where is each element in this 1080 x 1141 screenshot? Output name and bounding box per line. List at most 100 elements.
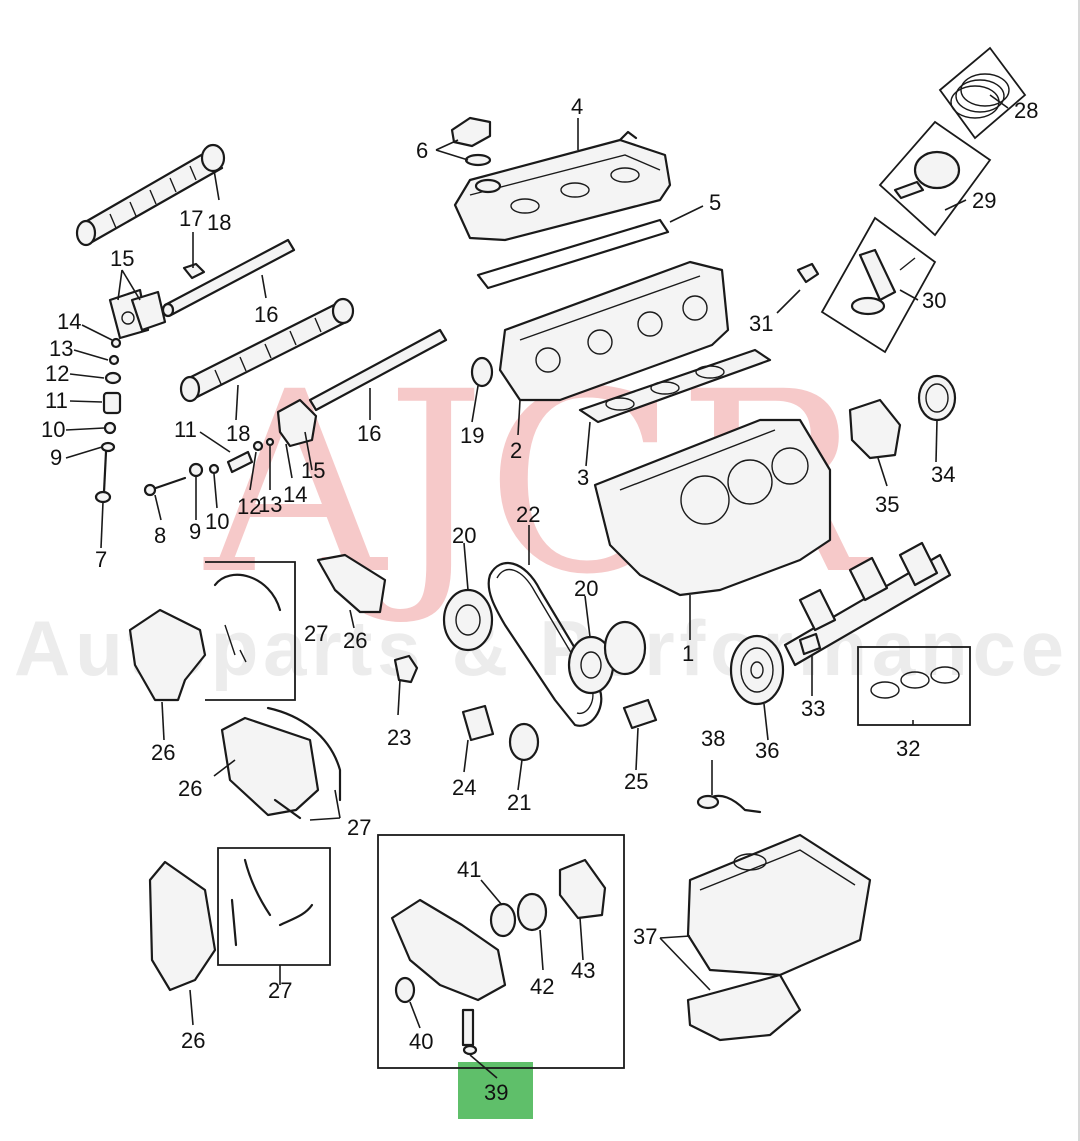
engine-block xyxy=(593,418,832,597)
callout-26-middle: 26 xyxy=(178,776,202,801)
tensioner-bracket xyxy=(316,553,387,614)
camshaft-upper xyxy=(75,143,226,247)
callout-12-left: 12 xyxy=(45,361,69,386)
rear-main-seal xyxy=(917,374,957,422)
callout-14-left: 14 xyxy=(57,309,81,334)
callout-11-lower: 11 xyxy=(174,417,197,442)
callout-30: 30 xyxy=(922,288,946,313)
callout-26-upper: 26 xyxy=(151,740,175,765)
timing-cover-gasket-lower xyxy=(217,847,331,966)
oil-pan-lower xyxy=(686,973,802,1042)
cam-sprocket-left xyxy=(442,588,494,652)
oil-pump-assembly-box xyxy=(377,834,625,1069)
callout-13-left: 13 xyxy=(49,336,73,361)
callout-1: 1 xyxy=(682,641,694,666)
callout-24: 24 xyxy=(452,775,476,800)
callout-29: 29 xyxy=(972,188,996,213)
callout-7: 7 xyxy=(95,547,107,572)
callout-15-upper: 15 xyxy=(110,246,134,271)
highlight-box-39 xyxy=(458,1062,533,1119)
camshaft-lower xyxy=(179,297,355,403)
main-bearings-kit xyxy=(857,646,971,726)
cam-sprocket-right xyxy=(567,635,615,695)
oil-pump-body xyxy=(390,858,607,1056)
callout-4: 4 xyxy=(571,94,583,119)
callout-3: 3 xyxy=(577,465,589,490)
callout-37: 37 xyxy=(633,924,657,949)
crank-key xyxy=(798,632,822,656)
callout-27-upper: 27 xyxy=(304,621,328,646)
callout-5: 5 xyxy=(709,190,721,215)
callout-32: 32 xyxy=(896,736,920,761)
callout-17: 17 xyxy=(179,206,203,231)
callout-15-lower: 15 xyxy=(301,458,325,483)
callout-27-middle: 27 xyxy=(347,815,371,840)
rocker-arms-upper xyxy=(108,288,167,340)
callout-35: 35 xyxy=(875,492,899,517)
callout-2: 2 xyxy=(510,438,522,463)
timing-cover-gasket-upper xyxy=(205,561,296,701)
piston-kit xyxy=(878,120,992,237)
crank-timing-gear xyxy=(508,722,540,762)
crank-position-sensor xyxy=(393,654,419,684)
valve-train-parts xyxy=(94,337,318,504)
callout-20-left: 20 xyxy=(452,523,476,548)
callout-41: 41 xyxy=(457,857,481,882)
rocker-shaft-lower xyxy=(308,328,448,412)
callout-25: 25 xyxy=(624,769,648,794)
camshaft-seal xyxy=(470,356,494,388)
valve-cover-gasket xyxy=(476,218,670,290)
cylinder-head xyxy=(498,260,730,402)
rod-bolt xyxy=(796,262,820,284)
callout-16-lower: 16 xyxy=(357,421,381,446)
head-gasket xyxy=(578,348,772,424)
callout-11-left: 11 xyxy=(45,388,68,413)
callout-39: 39 xyxy=(484,1080,508,1105)
callout-10-lower: 10 xyxy=(205,509,229,534)
belt-tensioner xyxy=(461,704,495,742)
callout-42: 42 xyxy=(530,974,554,999)
callout-27-lower: 27 xyxy=(268,978,292,1003)
timing-cover-gasket-middle xyxy=(266,706,342,820)
callout-13-lower: 13 xyxy=(258,492,282,517)
callout-22: 22 xyxy=(516,502,540,527)
part-17-drawing xyxy=(182,262,206,280)
callout-38: 38 xyxy=(701,726,725,751)
callout-33: 33 xyxy=(801,696,825,721)
valve-cover xyxy=(453,130,672,242)
timing-cover-lower xyxy=(148,860,217,992)
callout-12-lower: 12 xyxy=(237,494,261,519)
piston-rings-kit xyxy=(938,46,1027,140)
callout-21: 21 xyxy=(507,790,531,815)
callout-8: 8 xyxy=(154,523,166,548)
callout-9-left: 9 xyxy=(50,445,62,470)
idler-pulley xyxy=(603,620,647,676)
callout-26-lower: 26 xyxy=(181,1028,205,1053)
callout-40: 40 xyxy=(409,1029,433,1054)
idler-bushing xyxy=(622,698,658,730)
callout-34: 34 xyxy=(931,462,955,487)
timing-cover-upper xyxy=(128,608,207,702)
timing-cover-middle xyxy=(220,716,320,817)
callout-labels: 4 6 5 28 29 30 31 17 18 15 16 14 13 12 1… xyxy=(41,94,1038,1105)
callout-10-left: 10 xyxy=(41,417,65,442)
callout-6: 6 xyxy=(416,138,428,163)
callout-23: 23 xyxy=(387,725,411,750)
callout-43: 43 xyxy=(571,958,595,983)
callout-31: 31 xyxy=(749,311,773,336)
callout-18-lower: 18 xyxy=(226,421,250,446)
callout-28: 28 xyxy=(1014,98,1038,123)
leader-lines xyxy=(65,94,1009,1079)
connecting-rod-kit xyxy=(820,216,937,354)
callout-19: 19 xyxy=(460,423,484,448)
callout-9-lower: 9 xyxy=(189,519,201,544)
callout-16-upper: 16 xyxy=(254,302,278,327)
callout-20-right: 20 xyxy=(574,576,598,601)
oil-pan-upper xyxy=(686,833,872,977)
oil-filler-cap xyxy=(450,116,492,167)
callout-18-upper: 18 xyxy=(207,210,231,235)
timing-belt xyxy=(487,561,603,727)
callout-26-bracket: 26 xyxy=(343,628,367,653)
